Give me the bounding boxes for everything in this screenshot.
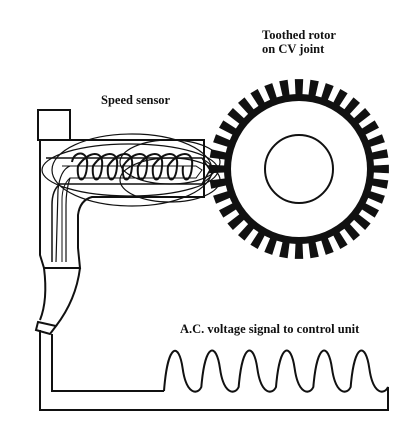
cable-end bbox=[34, 320, 58, 336]
label-toothed-rotor: Toothed rotor bbox=[262, 28, 336, 42]
magnetic-field-mid bbox=[41, 143, 219, 197]
sensor-cable bbox=[34, 267, 389, 411]
sensor-core-inner bbox=[61, 165, 203, 262]
signal-wire-inner bbox=[51, 334, 164, 392]
label-ac-signal: A.C. voltage signal to control unit bbox=[180, 322, 360, 336]
cable-sheath bbox=[39, 267, 81, 327]
coil-lead-2 bbox=[65, 177, 71, 262]
ac-waveform bbox=[163, 349, 389, 393]
magnetic-field-upper bbox=[119, 139, 221, 185]
toothed-rotor bbox=[209, 79, 389, 259]
signal-wire bbox=[39, 330, 389, 411]
coil-lead-1 bbox=[55, 165, 71, 263]
speed-sensor bbox=[37, 109, 221, 269]
label-cv-joint: on CV joint bbox=[262, 42, 325, 56]
magnetic-field-wrap bbox=[203, 159, 214, 183]
sensor-coil bbox=[71, 152, 194, 181]
label-speed-sensor: Speed sensor bbox=[101, 93, 171, 107]
rotor-hub bbox=[264, 134, 334, 204]
magnetic-field-lower bbox=[119, 157, 221, 203]
magnetic-field-outer bbox=[51, 133, 213, 207]
